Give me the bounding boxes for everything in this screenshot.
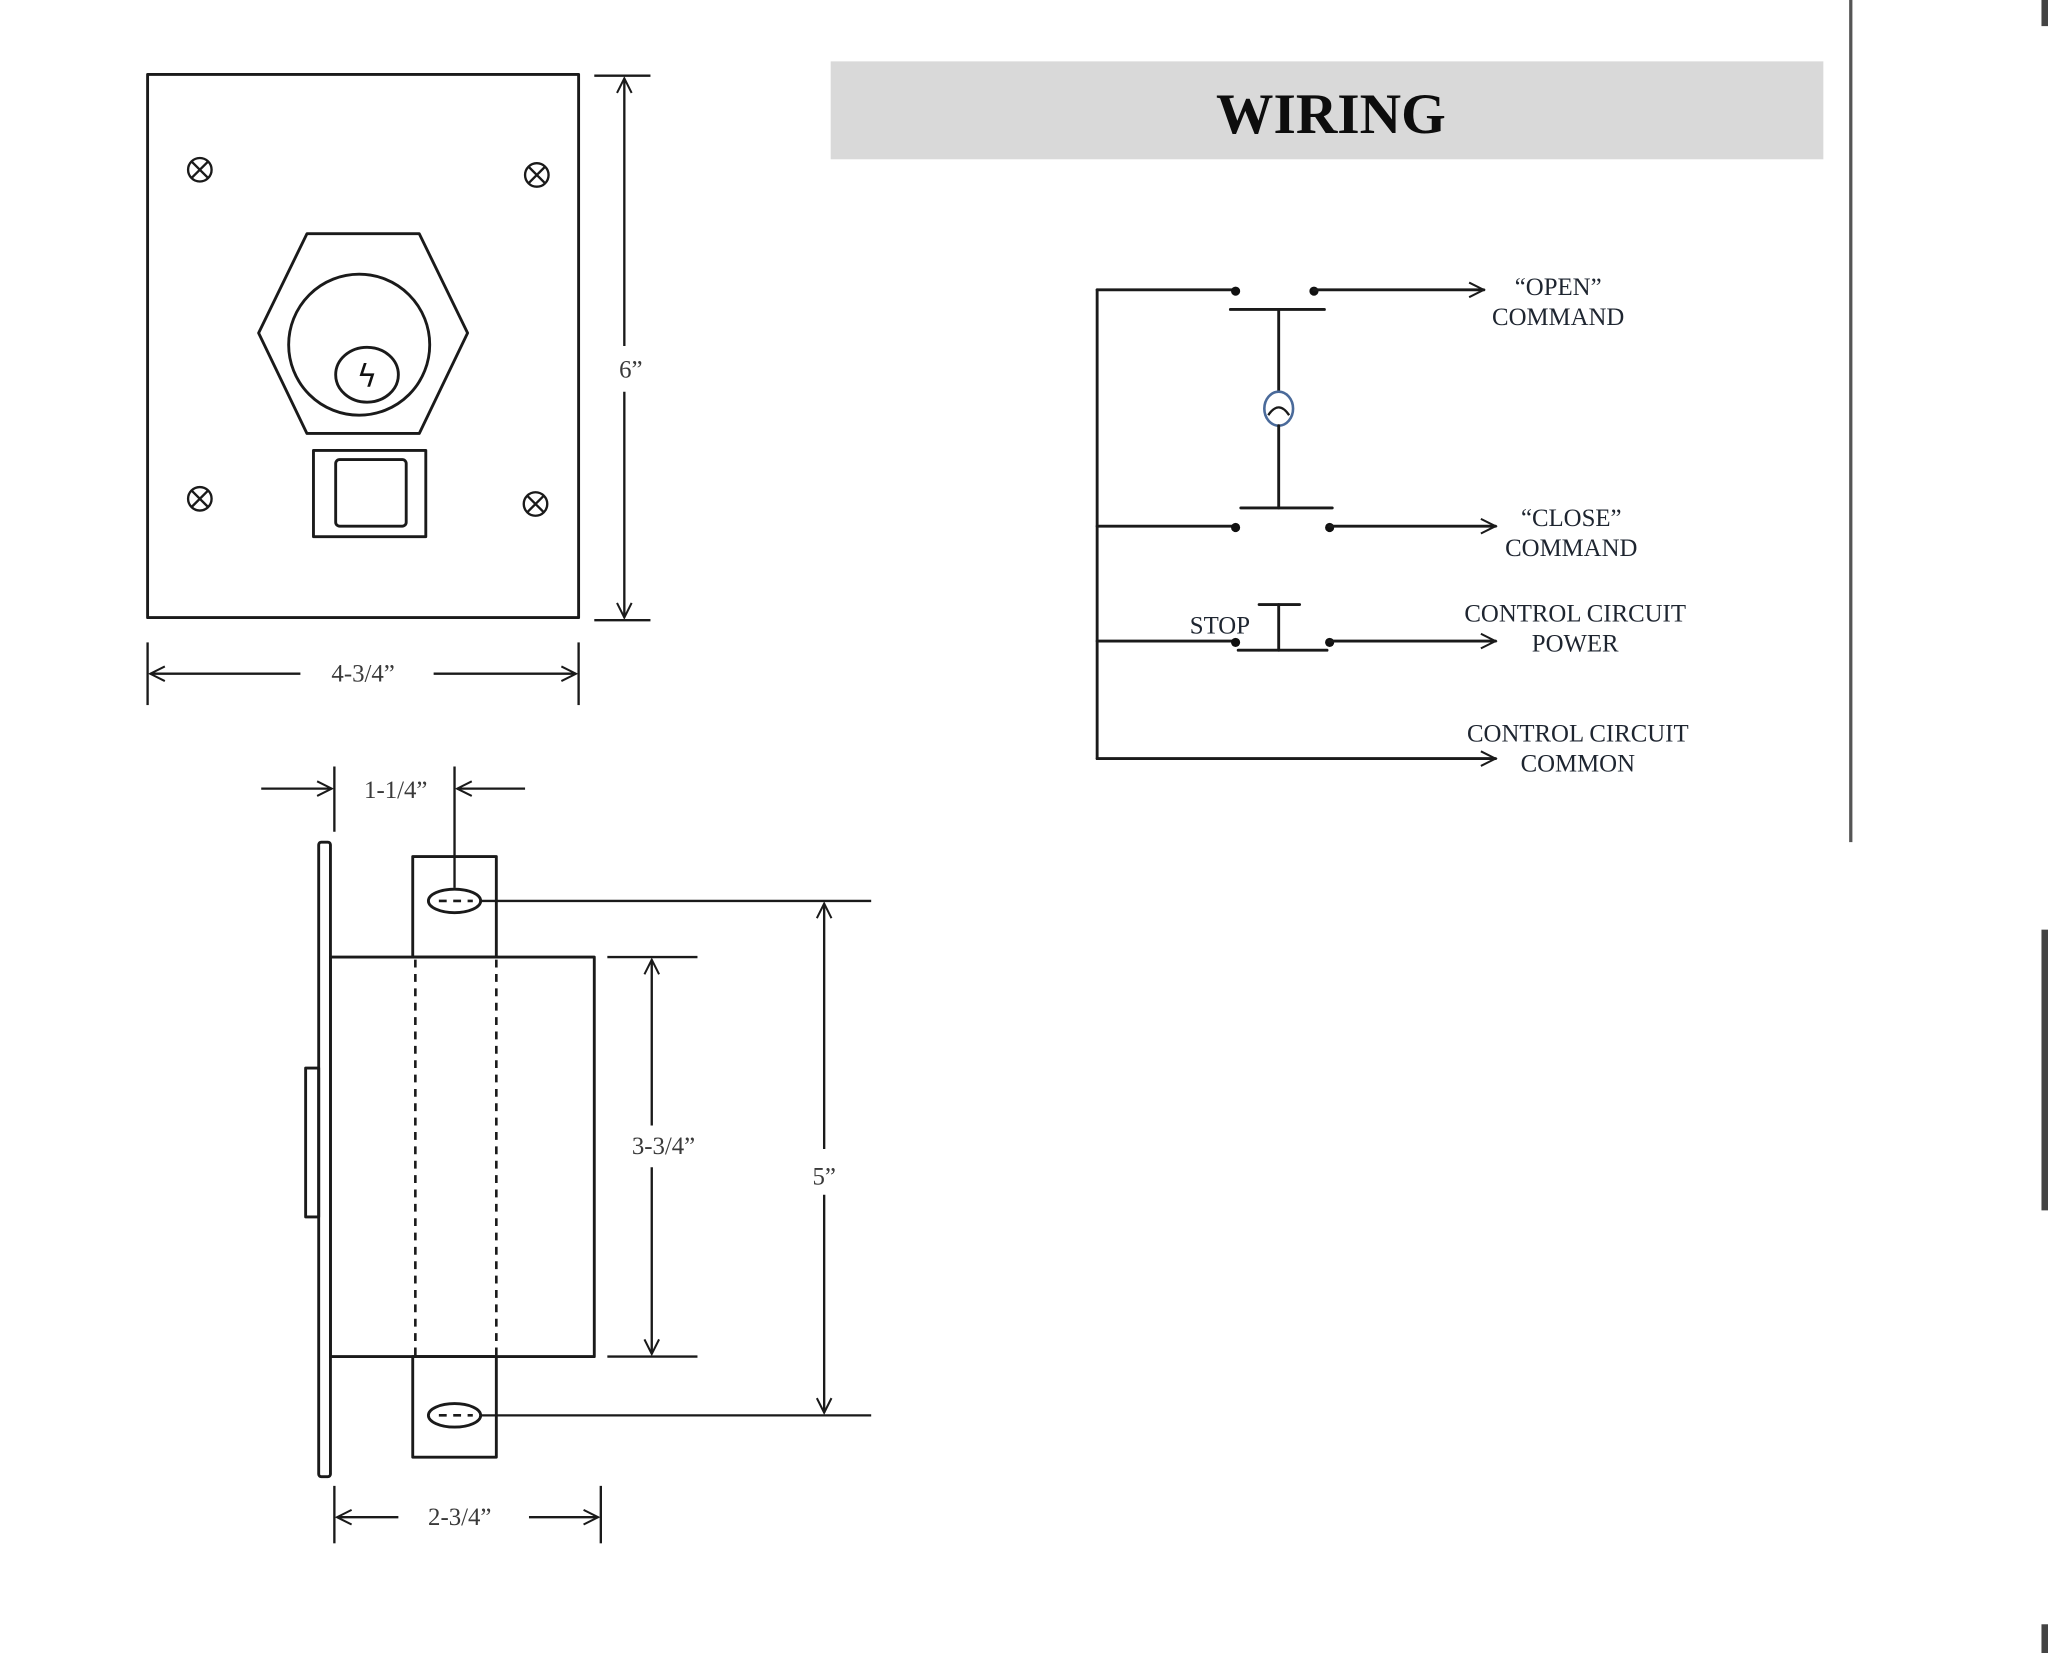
mount-ear-bottom xyxy=(411,1355,498,1459)
screw-icon xyxy=(522,491,549,517)
wiring-title: WIRING xyxy=(1216,83,1446,146)
cover-plate xyxy=(146,72,581,620)
mount-height-dimension: 5” xyxy=(812,1163,835,1190)
control-common-label: CONTROL CIRCUIT xyxy=(1467,721,1689,748)
contact-terminal xyxy=(1231,286,1241,296)
body-height-dimension: 3-3/4” xyxy=(632,1133,695,1160)
page-edge xyxy=(2041,0,2048,27)
screw-icon xyxy=(186,156,213,183)
close-command-label: COMMAND xyxy=(1505,535,1637,562)
contact-terminal xyxy=(1231,522,1241,533)
control-power-label: CONTROL CIRCUIT xyxy=(1464,601,1686,628)
open-command-label: COMMAND xyxy=(1492,304,1624,331)
key-symbol-icon: ϟ xyxy=(357,358,378,394)
page-edge xyxy=(2041,929,2048,1211)
wiring-title-bar xyxy=(830,61,1824,160)
control-common-label: COMMON xyxy=(1521,751,1635,778)
pushbutton-cap xyxy=(334,458,408,528)
screw-icon xyxy=(523,162,550,188)
enclosure-body xyxy=(329,955,596,1359)
page-edge xyxy=(2041,1624,2048,1653)
keyway xyxy=(334,345,400,404)
front-view: ϟ 6” 4-3/4” xyxy=(146,72,651,706)
offset-dimension: 1-1/4” xyxy=(364,777,427,804)
close-command-label: “CLOSE” xyxy=(1521,505,1622,532)
side-plate xyxy=(317,840,332,1479)
contact-terminal xyxy=(1231,637,1241,647)
wiring-section: WIRING “OPEN” COMMAND “CLOSE” COMMAND xyxy=(830,61,1824,778)
side-key-protrusion xyxy=(304,1066,321,1219)
screw-icon xyxy=(186,485,213,512)
selector-switch-icon xyxy=(1263,390,1295,427)
open-command-label: “OPEN” xyxy=(1515,274,1602,301)
depth-dimension: 2-3/4” xyxy=(428,1504,491,1531)
width-dimension: 4-3/4” xyxy=(331,661,394,688)
pushbutton-bezel xyxy=(312,449,428,539)
stop-label: STOP xyxy=(1190,612,1250,639)
key-cylinder xyxy=(287,272,432,417)
hex-nut xyxy=(257,232,470,435)
side-view: 1-1/4” 5” 3-3/4” 2-3/4” xyxy=(261,766,872,1544)
control-power-label: POWER xyxy=(1532,631,1619,658)
height-dimension: 6” xyxy=(619,356,642,383)
